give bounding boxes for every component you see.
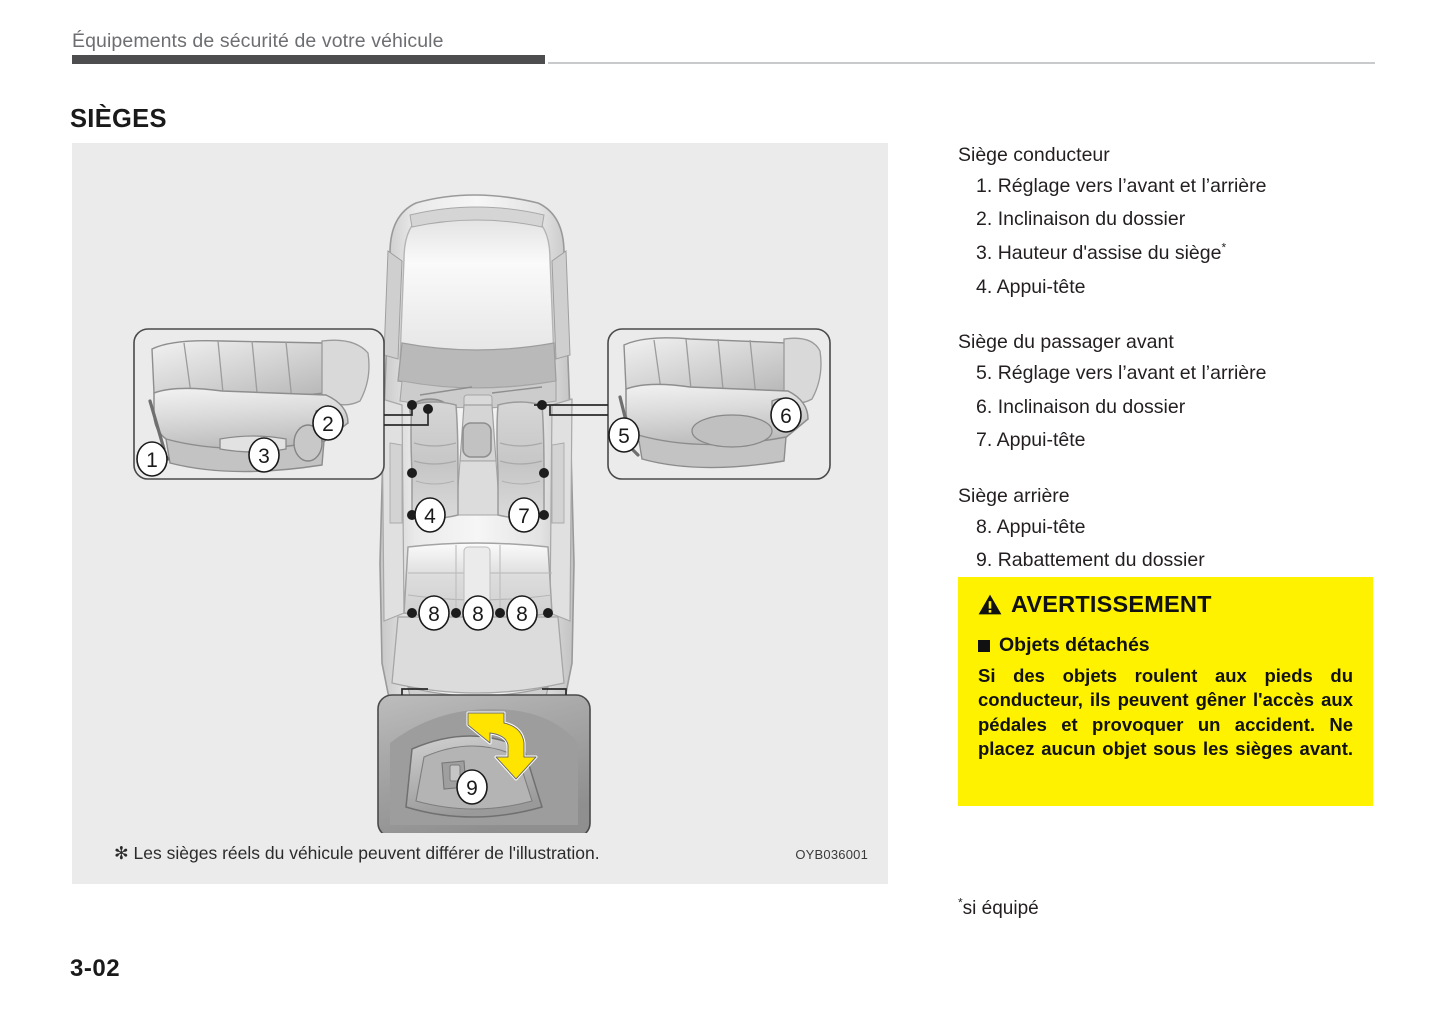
- callout-8-right-label: 8: [516, 603, 528, 626]
- list-item: 7. Appui-tête: [976, 424, 1376, 458]
- warning-title: AVERTISSEMENT: [1011, 591, 1212, 617]
- item-list-passenger: 5. Réglage vers l’avant et l’arrière 6. …: [958, 357, 1376, 458]
- seats-diagram-svg: 1 2 3 5 6: [133, 194, 831, 833]
- callout-9-label: 9: [466, 777, 478, 800]
- footnote-text: si équipé: [962, 898, 1039, 919]
- item-label: Inclinaison du dossier: [997, 208, 1186, 231]
- callout-1-label: 1: [146, 449, 158, 472]
- item-number: 9.: [976, 549, 993, 572]
- list-item: 2. Inclinaison du dossier: [976, 203, 1376, 237]
- footnote-marker: *: [1221, 240, 1227, 255]
- item-number: 4.: [976, 275, 993, 298]
- callout-8-center-label: 8: [472, 603, 484, 626]
- list-item: 8. Appui-tête: [976, 511, 1376, 545]
- warning-title-row: AVERTISSEMENT: [978, 591, 1353, 618]
- callout-3-label: 3: [258, 445, 270, 468]
- list-item: 6. Inclinaison du dossier: [976, 391, 1376, 425]
- item-number: 7.: [976, 429, 993, 452]
- callout-5: 5: [608, 417, 640, 453]
- figure-panel: 1 2 3 5 6: [72, 143, 888, 884]
- list-item: 4. Appui-tête: [976, 271, 1376, 305]
- warning-box: AVERTISSEMENT Objets détachés Si des obj…: [958, 577, 1373, 807]
- callout-8-left-label: 8: [428, 603, 440, 626]
- item-label: Appui-tête: [996, 429, 1086, 452]
- callout-3: 3: [248, 437, 280, 473]
- list-item: 9. Rabattement du dossier: [976, 544, 1376, 578]
- square-bullet-icon: [978, 639, 990, 652]
- warning-subtitle-row: Objets détachés: [978, 634, 1353, 657]
- list-item: 3. Hauteur d'assise du siège*: [976, 237, 1376, 271]
- list-item: 1. Réglage vers l’avant et l’arrière: [976, 170, 1376, 204]
- item-legend-column: Siège conducteur 1. Réglage vers l’avant…: [958, 143, 1376, 578]
- callout-6-label: 6: [780, 405, 792, 428]
- page-title: SIÈGES: [70, 105, 167, 134]
- item-number: 6.: [976, 395, 993, 418]
- item-number: 3.: [976, 242, 993, 265]
- item-list-rear: 8. Appui-tête 9. Rabattement du dossier: [958, 511, 1376, 578]
- right-seat-detail: [607, 328, 831, 480]
- callout-2-label: 2: [322, 413, 334, 436]
- callout-1: 1: [136, 441, 168, 477]
- section-heading-passenger: Siège du passager avant: [958, 331, 1174, 354]
- header-rule-thin: [548, 62, 1375, 64]
- callout-2: 2: [312, 405, 344, 441]
- left-seat-detail: [133, 328, 385, 480]
- callout-8-center: 8: [462, 595, 494, 631]
- callout-8-right: 8: [506, 595, 538, 631]
- figure-caption: ✻ Les sièges réels du véhicule peuvent d…: [114, 843, 600, 864]
- item-label: Appui-tête: [996, 275, 1086, 298]
- header-rule-thick: [72, 55, 545, 64]
- item-number: 8.: [976, 515, 993, 538]
- callout-9: 9: [456, 769, 488, 805]
- callout-6: 6: [770, 397, 802, 433]
- callout-4-label: 4: [424, 505, 436, 528]
- figure-code: OYB036001: [795, 847, 868, 862]
- item-number: 2.: [976, 208, 993, 231]
- item-label: Inclinaison du dossier: [997, 395, 1186, 418]
- item-label: Appui-tête: [996, 515, 1086, 538]
- callout-7: 7: [508, 497, 540, 533]
- callout-5-label: 5: [618, 425, 630, 448]
- item-label: Hauteur d'assise du siège: [997, 242, 1222, 265]
- callout-badges: 1 2 3 5 6: [136, 397, 802, 805]
- item-list-driver: 1. Réglage vers l’avant et l’arrière 2. …: [958, 170, 1376, 304]
- item-label: Réglage vers l’avant et l’arrière: [997, 362, 1267, 385]
- item-label: Rabattement du dossier: [997, 549, 1205, 572]
- warning-subtitle: Objets détachés: [999, 634, 1150, 656]
- section-heading-driver: Siège conducteur: [958, 144, 1110, 166]
- callout-4: 4: [414, 497, 446, 533]
- warning-triangle-icon: [978, 594, 1002, 615]
- page-number: 3-02: [70, 955, 121, 982]
- footnote: *si équipé: [958, 895, 1039, 920]
- item-number: 5.: [976, 362, 993, 385]
- section-heading-rear: Siège arrière: [958, 484, 1070, 507]
- callout-dots: [407, 400, 553, 618]
- callout-8-left: 8: [418, 595, 450, 631]
- car-top-view: [379, 194, 575, 726]
- rear-fold-detail: [377, 694, 591, 833]
- caption-text: Les sièges réels du véhicule peuvent dif…: [133, 843, 600, 863]
- item-label: Réglage vers l’avant et l’arrière: [997, 174, 1267, 197]
- warning-body: Si des objets roulent aux pieds du condu…: [978, 665, 1353, 760]
- callout-7-label: 7: [518, 505, 530, 528]
- footnote-asterisk: *: [958, 895, 963, 910]
- running-head: Équipements de sécurité de votre véhicul…: [72, 30, 444, 52]
- caption-asterisk-icon: ✻: [114, 843, 129, 863]
- figure-illustration: 1 2 3 5 6: [72, 143, 888, 833]
- item-number: 1.: [976, 174, 993, 197]
- list-item: 5. Réglage vers l’avant et l’arrière: [976, 357, 1376, 391]
